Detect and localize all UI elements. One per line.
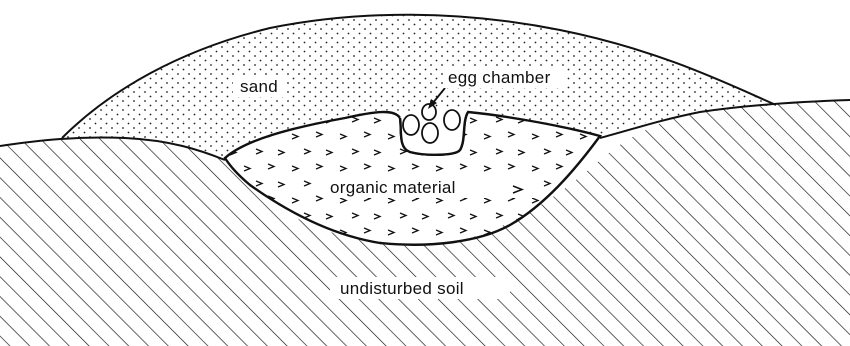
organic-material-label: organic material (330, 178, 456, 197)
egg (422, 123, 438, 143)
egg (444, 110, 460, 130)
sand-label: sand (240, 77, 278, 96)
undisturbed-soil-label: undisturbed soil (340, 279, 464, 298)
egg (403, 115, 419, 135)
egg-chamber-label: egg chamber (448, 68, 551, 87)
